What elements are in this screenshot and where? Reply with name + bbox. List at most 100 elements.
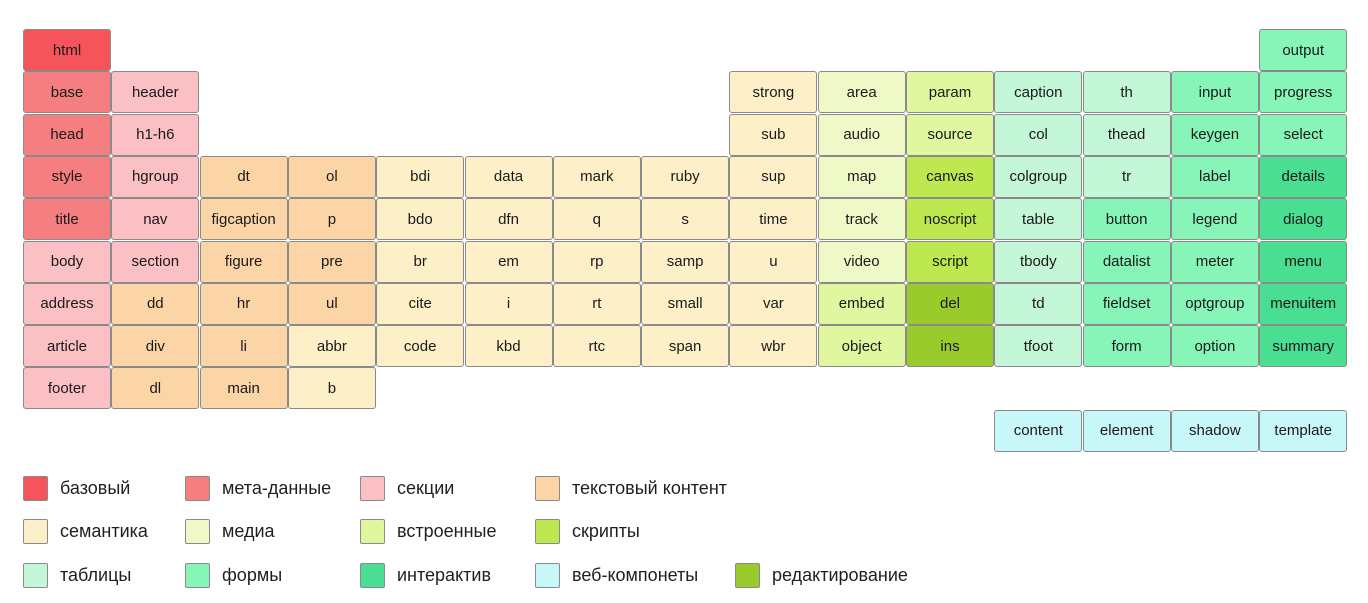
element-cell-style: style xyxy=(23,155,111,198)
legend-item-media: медиа xyxy=(185,518,275,544)
element-cell-cite: cite xyxy=(376,282,465,325)
element-cell-element: element xyxy=(1082,409,1171,452)
element-cell-rp: rp xyxy=(552,240,641,283)
legend-item-text: текстовый контент xyxy=(535,475,727,501)
legend-label: секции xyxy=(397,477,455,498)
element-cell-input: input xyxy=(1170,71,1259,114)
element-cell-nav: nav xyxy=(111,198,200,241)
legend-label: базовый xyxy=(60,477,131,498)
legend-item-edit: редактирование xyxy=(735,562,908,588)
legend-item-emb: встроенные xyxy=(360,518,496,544)
element-cell-output: output xyxy=(1259,29,1348,71)
element-cell-rtc: rtc xyxy=(552,325,641,368)
element-cell-caption: caption xyxy=(994,71,1083,114)
element-cell-embed: embed xyxy=(817,282,906,325)
element-cell-title: title xyxy=(23,198,111,241)
element-cell-body: body xyxy=(23,240,111,283)
element-cell-samp: samp xyxy=(641,240,730,283)
element-cell-th: th xyxy=(1082,71,1171,114)
legend-item-web: веб-компонеты xyxy=(535,562,698,588)
element-cell-option: option xyxy=(1170,325,1259,368)
legend-label: встроенные xyxy=(397,520,497,541)
element-cell-wbr: wbr xyxy=(729,325,818,368)
element-cell-form: form xyxy=(1082,325,1171,368)
element-cell-dialog: dialog xyxy=(1259,198,1348,241)
element-cell-tfoot: tfoot xyxy=(994,325,1083,368)
element-cell-mark: mark xyxy=(552,155,641,198)
element-cell-script: script xyxy=(906,240,994,283)
element-cell-content: content xyxy=(994,409,1083,452)
element-cell-footer: footer xyxy=(23,367,111,410)
legend-label: текстовый контент xyxy=(572,477,728,498)
element-cell-br: br xyxy=(376,240,465,283)
element-cell-optgroup: optgroup xyxy=(1170,282,1259,325)
element-cell-button: button xyxy=(1082,198,1171,241)
element-cell-dd: dd xyxy=(111,282,200,325)
legend-item-inter: интерактив xyxy=(360,562,491,588)
element-cell-summary: summary xyxy=(1259,325,1348,368)
element-cell-table: table xyxy=(994,198,1083,241)
legend-swatch xyxy=(535,562,560,588)
element-cell-progress: progress xyxy=(1259,71,1348,114)
element-cell-td: td xyxy=(994,282,1083,325)
legend-item-sem: семантика xyxy=(23,518,148,544)
element-cell-ins: ins xyxy=(906,325,994,368)
legend-label: семантика xyxy=(60,520,148,541)
element-cell-kbd: kbd xyxy=(464,325,553,368)
element-cell-bdo: bdo xyxy=(376,198,465,241)
element-cell-time: time xyxy=(729,198,818,241)
element-cell-keygen: keygen xyxy=(1170,113,1259,156)
element-cell-menu: menu xyxy=(1259,240,1348,283)
element-cell-small: small xyxy=(641,282,730,325)
legend-item-base: базовый xyxy=(23,475,130,501)
element-cell-source: source xyxy=(906,113,994,156)
element-cell-main: main xyxy=(199,367,288,410)
element-cell-q: q xyxy=(552,198,641,241)
element-cell-rt: rt xyxy=(552,282,641,325)
legend-item-scr: скрипты xyxy=(535,518,640,544)
element-cell-article: article xyxy=(23,325,111,368)
element-cell-shadow: shadow xyxy=(1170,409,1259,452)
legend-item-meta: мета-данные xyxy=(185,475,331,501)
element-cell-dl: dl xyxy=(111,367,200,410)
element-cell-thead: thead xyxy=(1082,113,1171,156)
element-cell-track: track xyxy=(817,198,906,241)
legend-label: веб-компонеты xyxy=(572,564,699,585)
element-cell-ol: ol xyxy=(287,155,376,198)
element-cell-select: select xyxy=(1259,113,1348,156)
legend-item-form: формы xyxy=(185,562,282,588)
element-cell-head: head xyxy=(23,113,111,156)
element-cell-div: div xyxy=(111,325,200,368)
element-cell-colgroup: colgroup xyxy=(994,155,1083,198)
element-cell-figure: figure xyxy=(199,240,288,283)
element-cell-tbody: tbody xyxy=(994,240,1083,283)
element-cell-abbr: abbr xyxy=(287,325,376,368)
legend-item-sect: секции xyxy=(360,475,454,501)
element-cell-video: video xyxy=(817,240,906,283)
element-cell-var: var xyxy=(729,282,818,325)
legend-label: формы xyxy=(222,564,283,585)
element-cell-strong: strong xyxy=(729,71,818,114)
element-cell-span: span xyxy=(641,325,730,368)
element-cell-object: object xyxy=(817,325,906,368)
element-cell-label: label xyxy=(1170,155,1259,198)
element-cell-html: html xyxy=(23,29,111,71)
element-cell-del: del xyxy=(906,282,994,325)
element-cell-section: section xyxy=(111,240,200,283)
legend-swatch xyxy=(535,518,560,544)
element-cell-meter: meter xyxy=(1170,240,1259,283)
element-cell-noscript: noscript xyxy=(906,198,994,241)
element-cell-hgroup: hgroup xyxy=(111,155,200,198)
legend-label: медиа xyxy=(222,520,275,541)
legend-swatch xyxy=(23,475,48,501)
element-cell-pre: pre xyxy=(287,240,376,283)
element-cell-ruby: ruby xyxy=(641,155,730,198)
element-cell-col: col xyxy=(994,113,1083,156)
legend-swatch xyxy=(360,475,385,501)
element-cell-base: base xyxy=(23,71,111,114)
element-cell-template: template xyxy=(1259,409,1348,452)
legend-swatch xyxy=(23,518,48,544)
element-cell-audio: audio xyxy=(817,113,906,156)
element-cell-data: data xyxy=(464,155,553,198)
